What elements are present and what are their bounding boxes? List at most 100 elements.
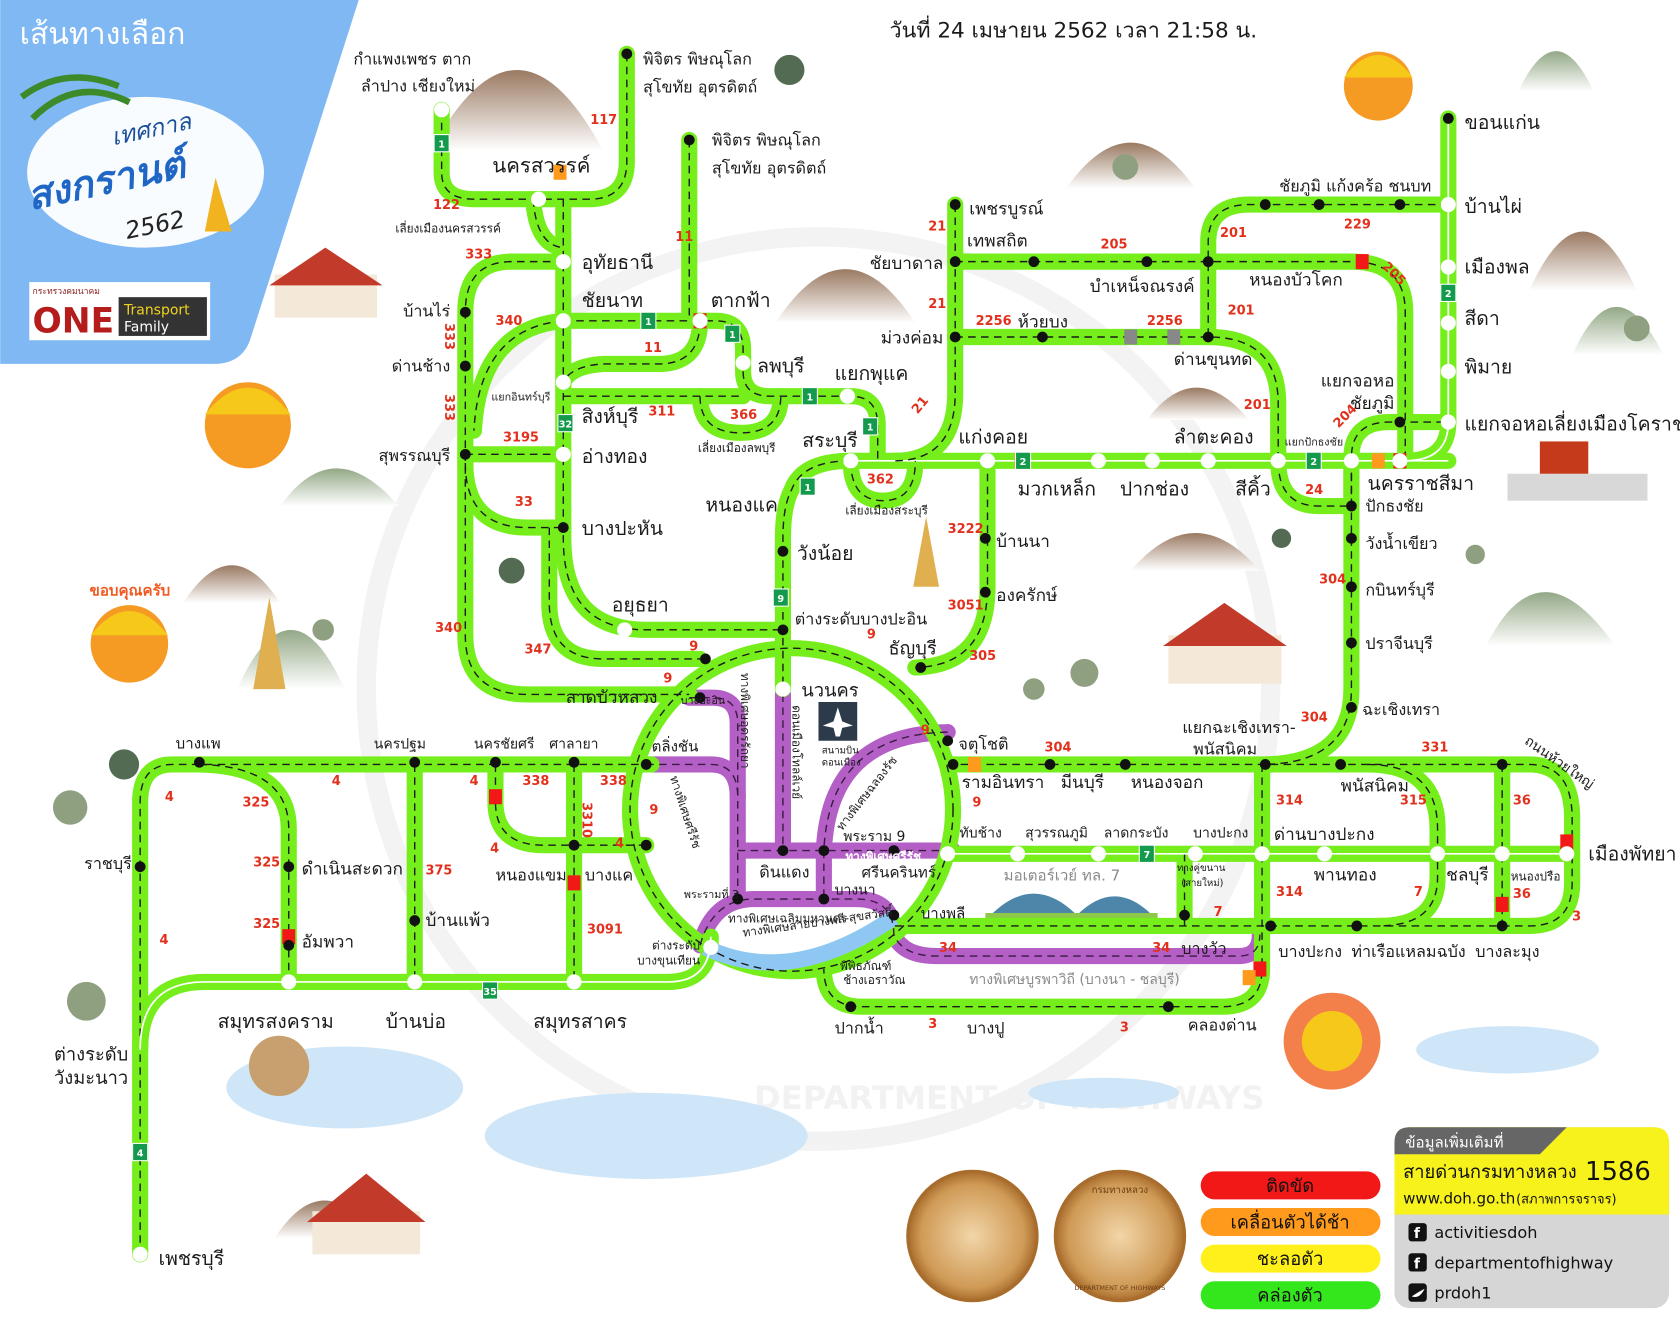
interchange-marker [1343,453,1359,469]
website-link[interactable]: www.doh.go.th [1403,1190,1515,1208]
road-centerline [473,320,564,431]
korat-gate-icon [1507,441,1648,501]
svg-text:f: f [1414,1226,1421,1242]
station-label: สระบุรี [802,429,857,453]
svg-text:1: 1 [806,393,813,404]
expressway-label: ทางพิเศษเฉลิมมหานคร [728,912,848,926]
station-marker [621,48,633,60]
route-number: 36 [1513,793,1531,808]
road-11-south [555,312,709,391]
station-label: มอเตอร์เวย์ ทล. 7 [1004,867,1121,885]
traffic-condition-marker [1495,896,1509,912]
station-label: เลี่ยงเมืองลพบุรี [698,440,776,455]
station-label: สมุทรสาคร [533,1010,627,1034]
route-number: 21 [928,219,946,234]
station-label: พระราม 9 [843,829,905,845]
station-marker [283,861,295,873]
road-centerline [629,647,954,972]
pagoda-icon [204,177,232,232]
route-number: 9 [689,639,698,654]
station-marker [777,545,789,557]
interchange-marker [555,446,571,462]
road-centerline [548,527,701,660]
temple-icon [1163,602,1287,684]
water-area [1416,1026,1600,1074]
route-number: 7 [1414,885,1423,900]
station-marker [979,532,991,544]
station-label: เมืองพล [1464,255,1529,278]
station-label: พิพิธภัณฑ์ [840,959,891,973]
route-number: 33 [515,495,533,510]
svg-text:2: 2 [1445,289,1452,300]
route-number: 333 [441,394,456,421]
station-label: พานทอง [1314,866,1377,886]
route-number: 205 [1101,238,1128,253]
station-label: ม่วงค่อม [881,328,944,348]
station-marker [1346,581,1357,593]
social-facebook-departmentofhighway[interactable]: f departmentofhighway [1408,1253,1614,1272]
station-label: อ่างทอง [582,445,648,468]
station-label: สุพรรณบุรี [379,446,451,466]
station-label: หนองแขม [495,866,566,885]
interchange-marker [407,974,423,990]
interchange-marker [434,102,450,118]
station-label: หนองแค [705,493,778,516]
route-number: 3 [1120,1020,1129,1035]
traffic-condition-marker [1124,329,1138,345]
station-label: ด่านช้าง [392,356,450,375]
station-marker [949,199,961,210]
social-twitter-prdoh1[interactable]: prdoh1 [1408,1283,1492,1302]
station-label: ปราจีนบุรี [1365,634,1433,654]
social-facebook-activitiesdoh[interactable]: f activitiesdoh [1408,1223,1537,1242]
facebook-icon [1408,1253,1427,1272]
road-centerline [893,204,956,462]
stupa-icon [253,516,940,690]
station-label: เทพสถิต [967,232,1028,252]
station-marker [1202,256,1214,268]
mascot-icon [90,605,169,683]
road-centerline [850,460,917,502]
one-transport-family-logo: กระทรวงคมนาคม ONE Transport Family [29,282,211,342]
interchange-marker [1090,453,1106,469]
station-label: พิมาย [1464,356,1512,379]
expressway-si-rat-west [638,756,746,805]
station-label: ธัญบุรี [888,639,936,661]
route-number: 4 [165,790,174,805]
svg-text:1: 1 [729,330,736,341]
interchange-marker [281,974,297,990]
watermark: DEPARTMENT OF HIGHWAYS [356,227,1281,1151]
route-number: 11 [675,230,693,245]
legend-label: เคลื่อนตัวได้ช้า [1230,1209,1349,1233]
station-label: บ้านไผ่ [1464,195,1522,218]
station-label: ต่างระดับ [54,1045,128,1066]
station-label: วังมะนาว [54,1068,128,1089]
legend-swatch [1200,1244,1381,1273]
mascot-icon [1343,51,1413,121]
station-label: นครสวรรค์ [492,153,590,177]
svg-text:1: 1 [645,317,652,328]
station-label: บางปะหัน [582,517,663,540]
road-centerline [955,260,1406,461]
station-marker [1163,1001,1174,1013]
interchange-marker [1270,453,1286,469]
svg-text:2: 2 [1310,457,1317,468]
route-number: 338 [522,774,549,789]
traffic-condition-marker [1167,329,1181,345]
station-marker [1265,920,1277,932]
svg-text:departmentofhighway: departmentofhighway [1434,1253,1613,1272]
mountain-icon [775,269,916,324]
svg-text:4: 4 [137,1148,144,1159]
mountain-icon [280,468,399,507]
mountain-icon [1572,306,1664,356]
station-label: ดอนเมือง [822,757,861,769]
info-box: ข้อมูลเพิ่มเติมที่ สายด่วนกรมทางหลวง 158… [1394,1127,1670,1309]
route-number: 304 [1319,573,1346,588]
station-marker [1346,500,1357,512]
station-label: สุโขทัย อุตรดิตถ์ [643,78,757,98]
station-marker [283,939,295,951]
banner-title: เส้นทางเลือก [20,17,186,52]
traffic-condition-marker [489,789,502,805]
svg-text:กรมทางหลวง: กรมทางหลวง [1092,1185,1149,1196]
station-marker [1496,759,1508,770]
